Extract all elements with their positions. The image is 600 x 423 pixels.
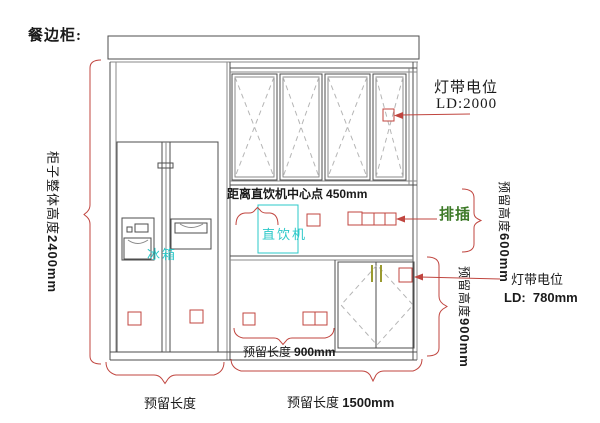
distance-center-label: 距离直饮机中心点 450mm [227,187,368,201]
reserved-length-left-label: 预留长度 [144,396,197,411]
arrow-left-icon [414,273,423,281]
upper-doors [230,67,417,186]
fridge-drawing [116,141,219,353]
socket-led-lower [398,267,413,283]
light-right-value: LD: 780mm [504,290,578,305]
page-title: 餐边柜: [28,28,82,44]
socket-fridge-right [189,309,204,324]
socket-lower-double-b [314,311,328,326]
height-600-brace [461,188,483,253]
red-annotations [83,59,501,385]
fridge-handle-bar [157,162,174,169]
light-top-title: 灯带电位 [434,80,499,96]
carcass [109,62,418,361]
light-right-title: 灯带电位 [511,272,564,287]
height-900-brace [426,256,448,357]
length-1500-brace [230,358,423,383]
socket-counter [306,213,321,227]
fridge-panel [170,218,212,250]
socket-lower-single [242,312,256,326]
reserved-length-1500-label: 预留长度 1500mm [287,395,395,410]
overall-height-label: 柜子整体高度2400mm [45,151,60,294]
socket-lower-double-a [302,311,316,326]
power-strip-drawing [347,211,397,226]
counter-lines [230,255,413,352]
fridge-dispenser [121,217,155,261]
lower-cabinet [337,261,415,349]
arrow-left-icon [396,215,405,223]
reserved-length-900-label: 预留长度 900mm [243,345,336,359]
light-top-value: LD:2000 [436,96,498,112]
socket-fridge-left [127,311,142,326]
crown-band [107,35,420,63]
socket-led-top [382,108,395,122]
power-strip-label: 排插 [439,207,472,223]
water-machine-label: 直饮机 [262,227,308,242]
length-left-brace [105,361,225,385]
length-900-brace [233,327,335,346]
distance-450-brace [235,206,279,226]
door-handles [371,265,382,282]
fridge-label: 冰箱 [147,247,178,262]
water-machine-box [257,204,299,254]
arrow-left-icon [394,112,403,119]
reserved-height-600-label: 预留高度600mm [497,181,512,283]
height-2400-bracket [83,59,102,365]
reserved-height-900-label: 预留高度900mm [457,266,472,368]
